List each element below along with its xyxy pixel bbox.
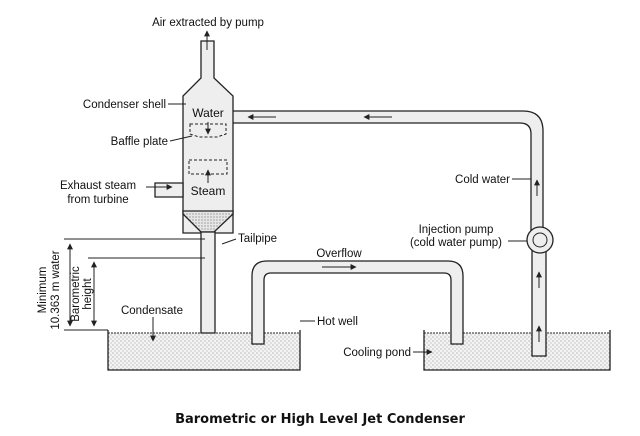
label-cooling-pond: Cooling pond xyxy=(343,347,411,359)
label-water: Water xyxy=(192,106,224,120)
label-exhaust-steam: Exhaust steam xyxy=(60,180,136,192)
injection-pump xyxy=(526,226,554,254)
cold-water-pipe xyxy=(231,110,544,231)
label-cold-water: Cold water xyxy=(455,174,510,186)
label-injection-pump: Injection pump xyxy=(419,224,494,236)
tailpipe xyxy=(200,231,216,334)
label-condenser-shell: Condenser shell xyxy=(83,99,166,111)
label-hot-well: Hot well xyxy=(317,316,358,328)
label-air-extracted: Air extracted by pump xyxy=(152,17,264,29)
label-overflow: Overflow xyxy=(316,248,362,260)
overflow-pipe xyxy=(251,260,464,345)
hot-well-tank xyxy=(107,330,301,371)
label-barometric: Barometric xyxy=(70,266,82,322)
label-from-turbine: from turbine xyxy=(67,194,128,206)
baffle-plate xyxy=(189,123,227,138)
height-dimensions xyxy=(64,238,205,331)
label-height: height xyxy=(82,278,94,310)
label-min-water: 10.363 m water xyxy=(50,250,62,329)
exhaust-steam-pipe xyxy=(154,182,184,198)
label-tailpipe: Tailpipe xyxy=(238,233,277,245)
condenser-shell xyxy=(182,40,234,234)
label-condensate: Condensate xyxy=(121,305,183,317)
label-cold-water-pump: (cold water pump) xyxy=(410,237,502,249)
label-baffle-plate: Baffle plate xyxy=(111,136,168,148)
diagram-caption: Barometric or High Level Jet Condenser xyxy=(175,412,465,427)
label-steam: Steam xyxy=(191,184,226,198)
label-minimum: Minimum xyxy=(37,267,49,314)
